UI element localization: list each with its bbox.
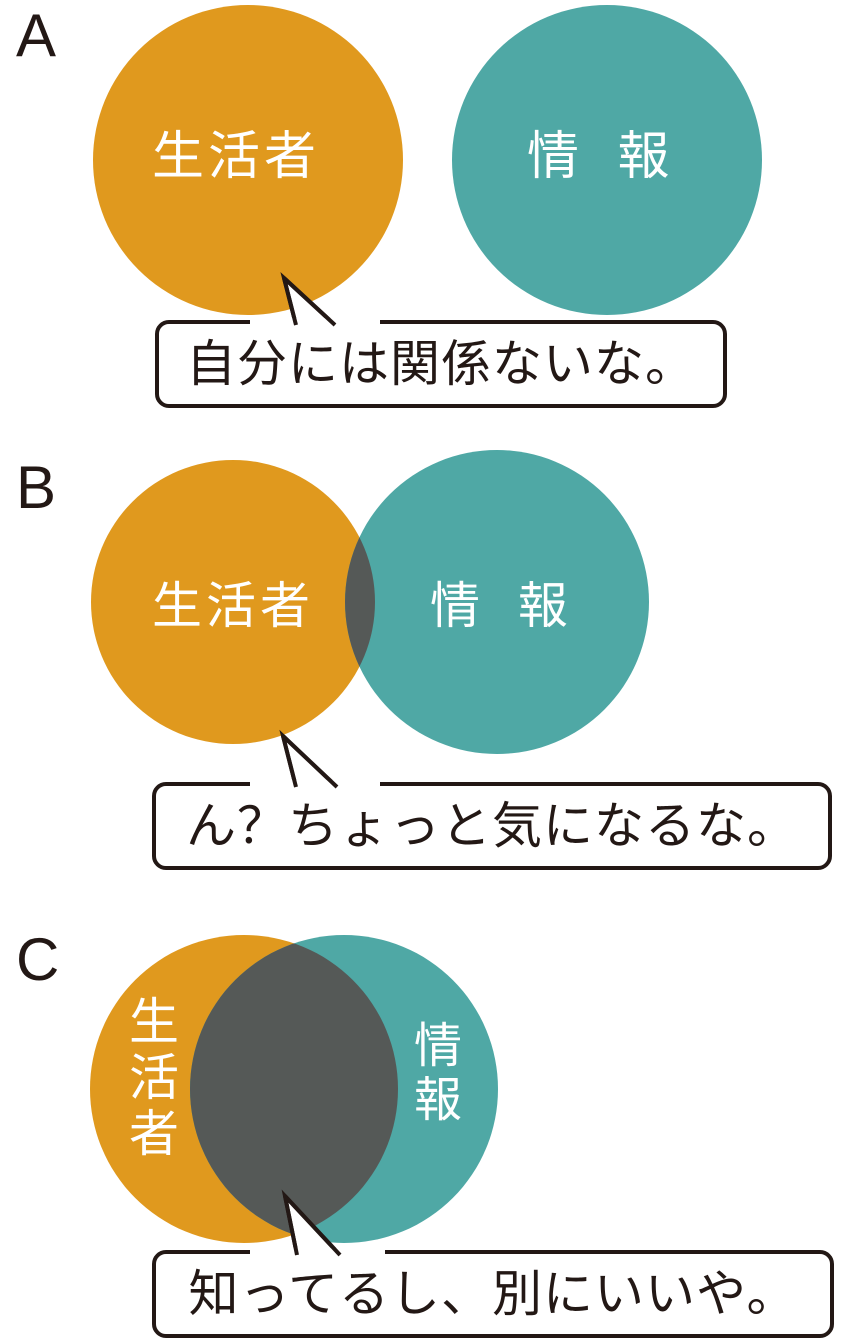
speech-bubble-b: ん？ちょっと気になるな。 <box>152 782 832 870</box>
circle-overlap-c <box>190 935 398 1243</box>
speech-bubble-a: 自分には関係ないな。 <box>155 320 727 408</box>
speech-bubble-c: 知ってるし、別にいいや。 <box>152 1250 834 1338</box>
tail-mask-b <box>250 780 380 794</box>
tail-edge-left-a <box>282 277 298 326</box>
circle-seikatsusha-b <box>91 460 375 744</box>
circle-seikatsusha-a <box>93 5 403 315</box>
panel-b: B <box>0 430 843 892</box>
panel-b-label: B <box>16 454 57 521</box>
speech-bubble-text-c: 知ってるし、別にいいや。 <box>188 1266 798 1322</box>
tail-edge-right-a <box>282 276 337 327</box>
speech-bubble-text-a: 自分には関係ないな。 <box>186 336 696 392</box>
circle-joho-b <box>345 450 649 754</box>
panel-a-label: A <box>16 2 57 69</box>
tail-edge-right-b <box>281 734 339 789</box>
circle-joho-a <box>452 5 762 315</box>
panel-c-label: C <box>16 926 60 993</box>
tail-edge-right-c <box>283 1194 342 1257</box>
speech-bubble-tail-a <box>250 271 380 332</box>
panel-c: C <box>0 892 843 1342</box>
tail-edge-left-b <box>281 735 298 788</box>
tail-mask-c <box>250 1248 385 1262</box>
tail-mask-a <box>250 318 380 332</box>
speech-bubble-text-b: ん？ちょっと気になるな。 <box>186 798 798 854</box>
panel-a-venn-diagram <box>93 5 762 315</box>
tail-edge-left-c <box>283 1195 299 1256</box>
